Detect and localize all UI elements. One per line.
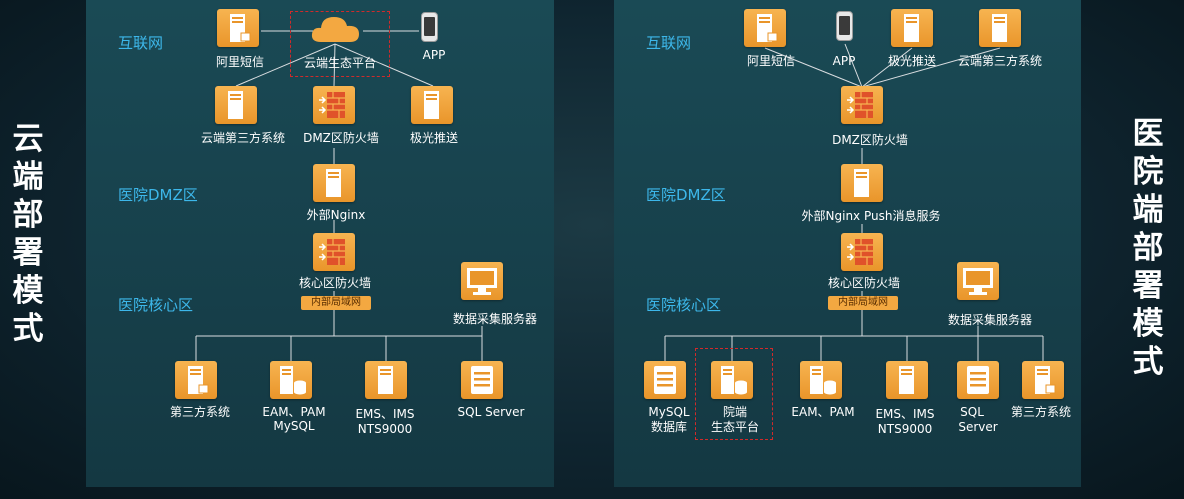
- hospital-platform-label-line1: 院端: [722, 405, 748, 419]
- jpush-label: 极光推送: [887, 54, 937, 68]
- firewall-icon[interactable]: [841, 233, 883, 271]
- zone-internet-label: 互联网: [646, 34, 692, 52]
- collector-label: 数据采集服务器: [452, 312, 538, 326]
- collector-label: 数据采集服务器: [947, 313, 1033, 327]
- cloud-deployment-title: 云端部署模式: [12, 121, 44, 347]
- server-icon[interactable]: [891, 9, 933, 47]
- phone-icon[interactable]: [836, 11, 853, 41]
- dmz-firewall-label: DMZ区防火墙: [832, 133, 908, 147]
- server-icon[interactable]: [886, 361, 928, 399]
- zone-dmz-label: 医院DMZ区: [646, 186, 726, 204]
- sms-label: 阿里短信: [746, 54, 796, 68]
- ems-label-line1: EMS、IMS: [875, 407, 935, 421]
- zone-core-label: 医院核心区: [118, 296, 194, 314]
- firewall-icon[interactable]: [841, 86, 883, 124]
- intranet-badge: 内部局域网: [301, 296, 371, 310]
- server-icon[interactable]: [217, 9, 259, 47]
- third-party-cloud-label: 云端第三方系统: [957, 54, 1043, 68]
- mysql-label-line2: 数据库: [650, 420, 688, 434]
- third-party-label: 第三方系统: [169, 405, 231, 419]
- storage-icon[interactable]: [461, 361, 503, 399]
- cloud-icon[interactable]: [309, 12, 363, 46]
- ems-label-line1: EMS、IMS: [355, 407, 415, 421]
- server-icon[interactable]: [365, 361, 407, 399]
- firewall-icon[interactable]: [313, 233, 355, 271]
- app-label: APP: [832, 54, 856, 68]
- mysql-label-line1: MySQL: [648, 405, 690, 419]
- storage-icon[interactable]: [957, 361, 999, 399]
- server-icon[interactable]: [744, 9, 786, 47]
- hospital-platform-label-line2: 生态平台: [710, 420, 760, 434]
- app-label: APP: [422, 48, 446, 62]
- eam-label-line1: EAM、PAM: [262, 405, 326, 419]
- hospital-deployment-title: 医院端部署模式: [1132, 116, 1164, 380]
- nginx-push-label: 外部Nginx Push消息服务: [801, 209, 941, 223]
- sqlserver-label: SQL Server: [457, 405, 525, 419]
- storage-icon[interactable]: [644, 361, 686, 399]
- sql-label-line2: Server: [958, 420, 998, 434]
- third-party-cloud-label: 云端第三方系统: [200, 131, 286, 145]
- eam-label-line2: MySQL: [273, 419, 315, 433]
- firewall-icon[interactable]: [313, 86, 355, 124]
- server-icon[interactable]: [313, 164, 355, 202]
- sql-label-line1: SQL: [960, 405, 984, 419]
- server-icon[interactable]: [411, 86, 453, 124]
- intranet-badge: 内部局域网: [828, 296, 898, 310]
- third-party-label: 第三方系统: [1010, 405, 1072, 419]
- monitor-icon[interactable]: [461, 262, 503, 300]
- nginx-label: 外部Nginx: [306, 208, 366, 222]
- zone-core-label: 医院核心区: [646, 296, 722, 314]
- server-icon[interactable]: [841, 164, 883, 202]
- dmz-firewall-label: DMZ区防火墙: [303, 131, 379, 145]
- server-icon[interactable]: [1022, 361, 1064, 399]
- server-icon[interactable]: [215, 86, 257, 124]
- server-icon[interactable]: [175, 361, 217, 399]
- database-server-icon[interactable]: [711, 361, 753, 399]
- ems-label-line2: NTS9000: [357, 422, 413, 436]
- zone-internet-label: 互联网: [118, 34, 164, 52]
- server-icon[interactable]: [979, 9, 1021, 47]
- highlight-box: [695, 348, 773, 440]
- cloud-platform-label: 云端生态平台: [303, 56, 377, 70]
- zone-dmz-label: 医院DMZ区: [118, 186, 198, 204]
- ems-label-line2: NTS9000: [877, 422, 933, 436]
- database-server-icon[interactable]: [800, 361, 842, 399]
- eam-label: EAM、PAM: [791, 405, 855, 419]
- highlight-box: [290, 11, 390, 77]
- jpush-label: 极光推送: [409, 131, 459, 145]
- database-server-icon[interactable]: [270, 361, 312, 399]
- core-firewall-label: 核心区防火墙: [298, 276, 372, 290]
- core-firewall-label: 核心区防火墙: [827, 276, 901, 290]
- sms-label: 阿里短信: [215, 55, 265, 69]
- phone-icon[interactable]: [421, 12, 438, 42]
- monitor-icon[interactable]: [957, 262, 999, 300]
